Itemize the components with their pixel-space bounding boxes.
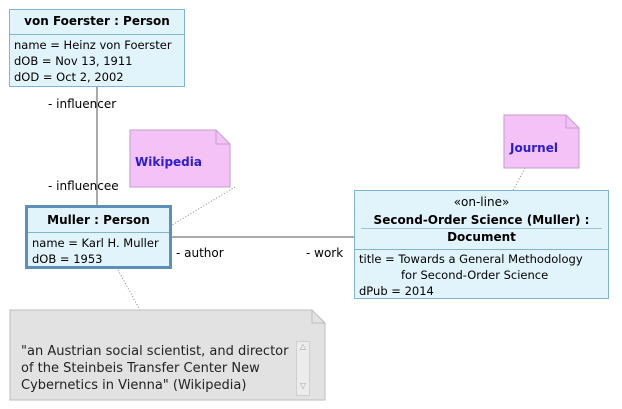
comment-line: of the Steinbeis Transfer Center New bbox=[21, 361, 260, 376]
attribute: title = Towards a General Methodology bbox=[359, 252, 583, 266]
divider bbox=[355, 249, 608, 250]
object-title-type: Document bbox=[447, 230, 516, 244]
attribute: dOD = Oct 2, 2002 bbox=[14, 70, 124, 84]
comment-line: "an Austrian social scientist, and direc… bbox=[21, 344, 289, 359]
comment-anchor bbox=[117, 269, 141, 311]
object-document[interactable]: «on-line» Second-Order Science (Muller) … bbox=[354, 190, 609, 299]
divider bbox=[10, 34, 184, 35]
attribute: for Second-Order Science bbox=[401, 268, 549, 282]
attribute: dOB = Nov 13, 1911 bbox=[14, 54, 133, 68]
note-journel-label: Journel bbox=[510, 141, 558, 155]
role-influencer: - influencer bbox=[48, 97, 117, 111]
comment-line: Cybernetics in Vienna" (Wikipedia) bbox=[21, 378, 247, 393]
comment-text: "an Austrian social scientist, and direc… bbox=[21, 343, 288, 394]
note-anchor-journel bbox=[512, 167, 526, 192]
comment-scrollbar[interactable] bbox=[296, 341, 310, 396]
title-underline bbox=[361, 228, 602, 229]
attribute: name = Heinz von Foerster bbox=[14, 38, 172, 52]
comment-note[interactable] bbox=[9, 309, 326, 401]
attribute: dPub = 2014 bbox=[359, 284, 434, 298]
divider bbox=[28, 232, 169, 233]
object-title: von Foerster : Person bbox=[24, 14, 170, 28]
attribute: name = Karl H. Muller bbox=[32, 236, 159, 250]
note-wikipedia-label: Wikipedia bbox=[135, 155, 202, 169]
attribute: dOB = 1953 bbox=[32, 252, 103, 266]
role-author: - author bbox=[176, 246, 224, 260]
note-journel[interactable] bbox=[503, 114, 580, 169]
object-title: Muller : Person bbox=[47, 213, 150, 227]
scroll-up-icon[interactable]: △ bbox=[299, 342, 307, 351]
role-influencee: - influencee bbox=[48, 179, 119, 193]
object-muller[interactable]: Muller : Person name = Karl H. Muller dO… bbox=[25, 205, 172, 269]
note-wikipedia[interactable] bbox=[129, 129, 231, 188]
scroll-down-icon[interactable]: ▽ bbox=[299, 381, 307, 390]
object-stereotype: «on-line» bbox=[453, 195, 510, 209]
note-anchor-wikipedia bbox=[171, 186, 236, 226]
role-work: - work bbox=[306, 246, 344, 260]
object-von-foerster[interactable]: von Foerster : Person name = Heinz von F… bbox=[9, 9, 185, 87]
object-title: Second-Order Science (Muller) : bbox=[373, 213, 590, 227]
